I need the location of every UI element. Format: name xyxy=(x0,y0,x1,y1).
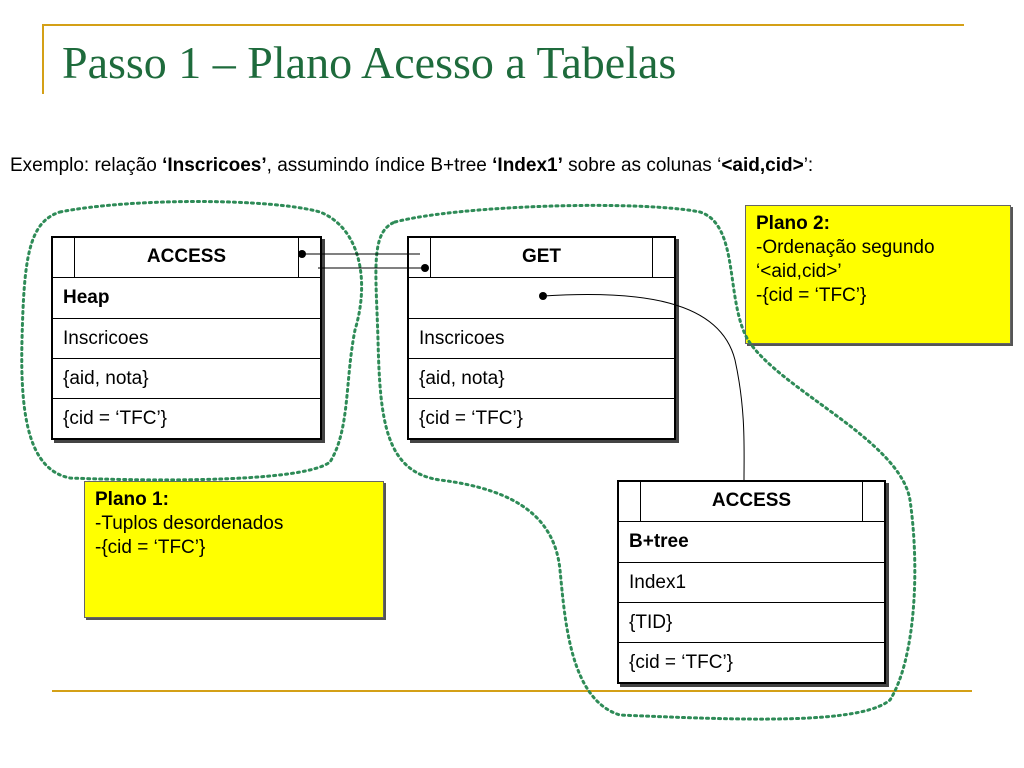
frame-bottom-line xyxy=(52,690,972,692)
frame-top-line xyxy=(42,24,964,26)
plano-2-note: Plano 2: -Ordenação segundo ‘<aid,cid>’ … xyxy=(745,205,1011,344)
header-right-cell xyxy=(298,238,320,277)
slide-title: Passo 1 – Plano Acesso a Tabelas xyxy=(62,37,677,88)
header-left-cell xyxy=(53,238,75,277)
access-btree-method: B+tree xyxy=(629,531,689,552)
get-header: GET xyxy=(409,238,674,278)
intro-index-name: ‘Index1’ xyxy=(492,155,563,176)
access-btree-index: Index1 xyxy=(619,562,884,602)
access-btree-node: ACCESS B+tree Index1 {TID} {cid = ‘TFC’} xyxy=(617,480,886,684)
get-node: GET Inscricoes {aid, nota} {cid = ‘TFC’} xyxy=(407,236,676,440)
access-btree-attributes: {TID} xyxy=(619,602,884,642)
frame-left-line xyxy=(42,24,44,94)
get-relation: Inscricoes xyxy=(409,318,674,358)
header-right-cell xyxy=(652,238,674,277)
plano-2-line-3: -{cid = ‘TFC’} xyxy=(756,285,867,306)
intro-part-3: sobre as colunas ‘ xyxy=(562,155,722,176)
header-right-cell xyxy=(862,482,884,521)
header-left-cell xyxy=(409,238,431,277)
access-heap-header-label: ACCESS xyxy=(146,246,227,267)
plano-1-line-2: -{cid = ‘TFC’} xyxy=(95,537,206,558)
access-heap-method: Heap xyxy=(63,287,110,308)
access-btree-header-label: ACCESS xyxy=(711,490,792,511)
access-heap-header: ACCESS xyxy=(53,238,320,278)
intro-columns: <aid,cid> xyxy=(721,155,804,176)
intro-part-2: , assumindo índice B+tree xyxy=(266,155,493,176)
get-predicate: {cid = ‘TFC’} xyxy=(409,398,674,438)
plano-1-title: Plano 1: xyxy=(95,489,169,510)
intro-relation-name: ‘Inscricoes’ xyxy=(162,155,267,176)
access-heap-node: ACCESS Heap Inscricoes {aid, nota} {cid … xyxy=(51,236,322,440)
access-btree-predicate: {cid = ‘TFC’} xyxy=(619,642,884,682)
access-heap-attributes: {aid, nota} xyxy=(53,358,320,398)
plano-1-note: Plano 1: -Tuplos desordenados -{cid = ‘T… xyxy=(84,481,384,618)
header-left-cell xyxy=(619,482,641,521)
plano-2-title: Plano 2: xyxy=(756,213,830,234)
get-attributes: {aid, nota} xyxy=(409,358,674,398)
access-heap-predicate: {cid = ‘TFC’} xyxy=(53,398,320,438)
access-btree-header: ACCESS xyxy=(619,482,884,522)
plano-2-line-2: ‘<aid,cid>’ xyxy=(756,261,842,282)
intro-part-1: Exemplo: relação xyxy=(10,155,163,176)
plano-2-line-1: -Ordenação segundo xyxy=(756,237,935,258)
intro-part-4: ’: xyxy=(803,155,814,176)
intro-text: Exemplo: relação ‘Inscricoes’, assumindo… xyxy=(10,153,990,178)
get-header-label: GET xyxy=(521,246,562,267)
get-method xyxy=(409,278,674,318)
plano-1-line-1: -Tuplos desordenados xyxy=(95,513,284,534)
access-heap-relation: Inscricoes xyxy=(53,318,320,358)
